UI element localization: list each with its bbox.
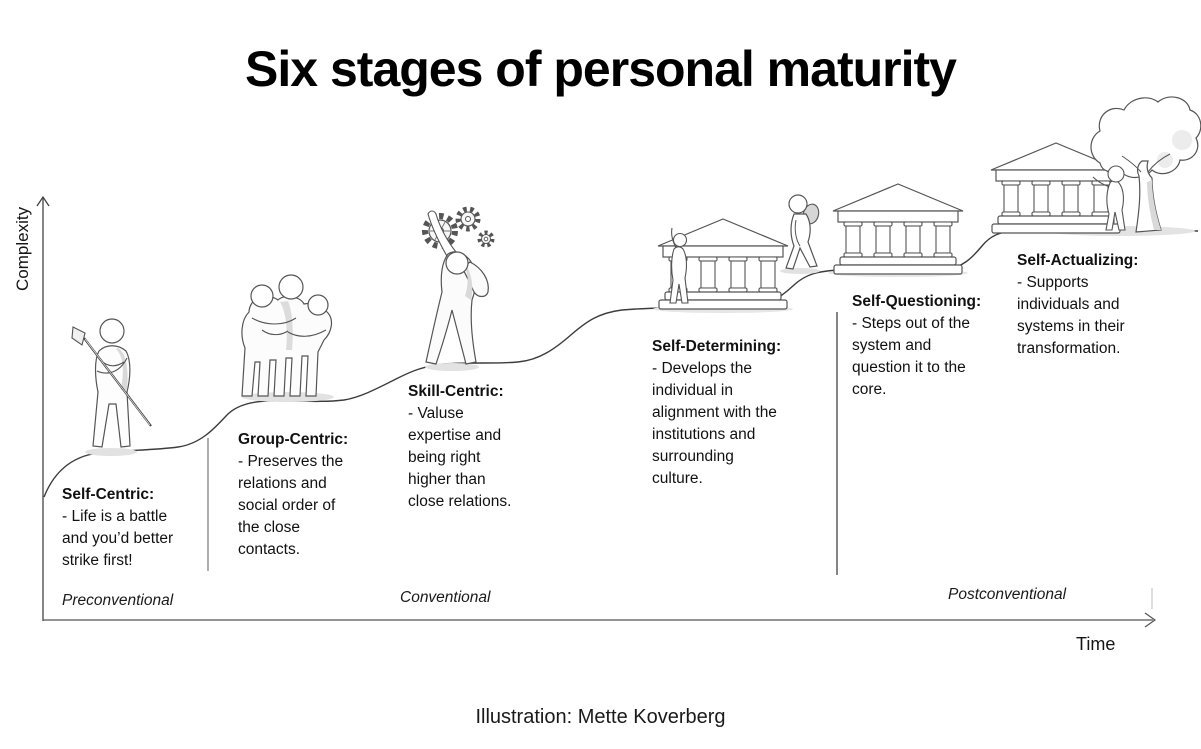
standing-figure-icon	[1092, 165, 1126, 231]
zone-label-conventional: Conventional	[400, 589, 491, 606]
stage-body: - Develops the individual in alignment w…	[652, 360, 777, 487]
x-axis	[43, 612, 1157, 628]
stage-self-determining: Self-Determining: - Develops the individ…	[652, 336, 807, 490]
stage-body: - Valuse expertise and being right highe…	[408, 405, 512, 510]
temple-with-tree-and-figure-icon	[991, 96, 1201, 236]
stage-skill-centric: Skill-Centric: - Valuse expertise and be…	[408, 381, 538, 513]
climbing-figure-icon	[669, 227, 689, 304]
stage-heading: Group-Centric:	[238, 431, 349, 448]
stage-body: - Preserves the relations and social ord…	[238, 453, 344, 558]
stage-heading: Self-Centric:	[62, 486, 155, 503]
page-title: Six stages of personal maturity	[245, 40, 957, 97]
y-axis-label: Complexity	[13, 206, 32, 291]
stage-body: - Life is a battle and you’d better stri…	[62, 508, 174, 569]
maturity-staircase-curve	[43, 228, 1199, 498]
stage-heading: Self-Questioning:	[852, 293, 982, 310]
stage-self-questioning: Self-Questioning: - Steps out of the sys…	[852, 291, 1007, 401]
stage-self-actualizing: Self-Actualizing: - Supports individuals…	[1017, 250, 1182, 360]
y-axis	[36, 195, 50, 621]
stage-heading: Self-Actualizing:	[1017, 252, 1139, 269]
stage-body: - Steps out of the system and question i…	[852, 315, 971, 398]
figure-with-bag-icon	[780, 194, 820, 274]
tree-icon	[1090, 96, 1201, 233]
figure-with-gears-icon	[422, 206, 495, 371]
credit-text: Illustration: Mette Koverberg	[475, 706, 726, 728]
three-figures-embracing-icon	[241, 274, 334, 402]
stage-group-centric: Group-Centric: - Preserves the relations…	[238, 429, 378, 561]
zone-label-postconventional: Postconventional	[948, 586, 1067, 603]
warrior-with-spear-icon	[71, 318, 152, 456]
x-axis-label: Time	[1076, 634, 1116, 654]
temple-2-icon	[828, 184, 968, 277]
gear-medium-icon	[455, 206, 481, 232]
stage-self-centric: Self-Centric: - Life is a battle and you…	[62, 484, 202, 572]
temple-with-climbing-figure-icon	[653, 219, 793, 313]
gear-small-icon	[477, 230, 495, 248]
stage-heading: Skill-Centric:	[408, 383, 504, 400]
stage-heading: Self-Determining:	[652, 338, 782, 355]
zone-label-preconventional: Preconventional	[62, 592, 174, 609]
stage-body: - Supports individuals and systems in th…	[1017, 274, 1125, 357]
